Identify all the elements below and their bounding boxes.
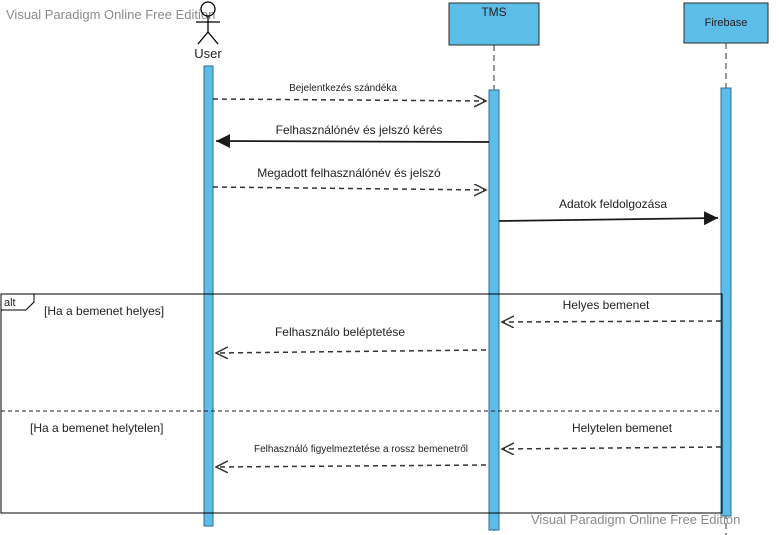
message-3-arrow	[212, 187, 486, 190]
message-6-label: Felhasználo beléptetése	[275, 325, 405, 339]
alt-operator-label: alt	[4, 297, 16, 309]
alt-fragment-frame	[0, 293, 723, 514]
alt-guard-1: [Ha a bemenet helyes]	[44, 304, 164, 318]
message-8-label: Felhasználó figyelmeztetése a rossz beme…	[254, 444, 468, 455]
message-1-label: Bejelentkezés szándéka	[289, 83, 397, 94]
message-7-label: Helytelen bemenet	[572, 421, 673, 435]
message-2-label: Felhasználónév és jelszó kérés	[276, 123, 443, 137]
alt-guard-2: [Ha a bemenet helytelen]	[30, 421, 163, 435]
user-label: User	[194, 46, 222, 61]
message-8-arrow	[216, 465, 487, 467]
user-activation	[203, 65, 214, 527]
alt-operator-tab	[0, 294, 35, 311]
message-6-arrow	[216, 350, 487, 353]
tms-activation	[488, 89, 500, 531]
user-actor: User	[194, 1, 222, 61]
message-7-arrow	[502, 447, 722, 449]
firebase-activation	[720, 87, 732, 517]
message-4-arrow	[498, 211, 719, 226]
message-3-label: Megadott felhasználónév és jelszó	[257, 166, 441, 180]
message-5-label: Helyes bemenet	[563, 298, 650, 312]
message-5-arrow	[502, 321, 722, 322]
message-2-arrow	[215, 134, 490, 149]
message-4-label: Adatok feldolgozása	[559, 197, 667, 211]
firebase-participant-box	[683, 2, 769, 44]
watermark-top: Visual Paradigm Online Free Edition	[6, 7, 215, 22]
firebase-label: Firebase	[705, 17, 748, 29]
watermark-bottom: Visual Paradigm Online Free Edition	[531, 512, 740, 527]
message-1-arrow	[212, 99, 486, 101]
tms-label: TMS	[481, 5, 506, 19]
